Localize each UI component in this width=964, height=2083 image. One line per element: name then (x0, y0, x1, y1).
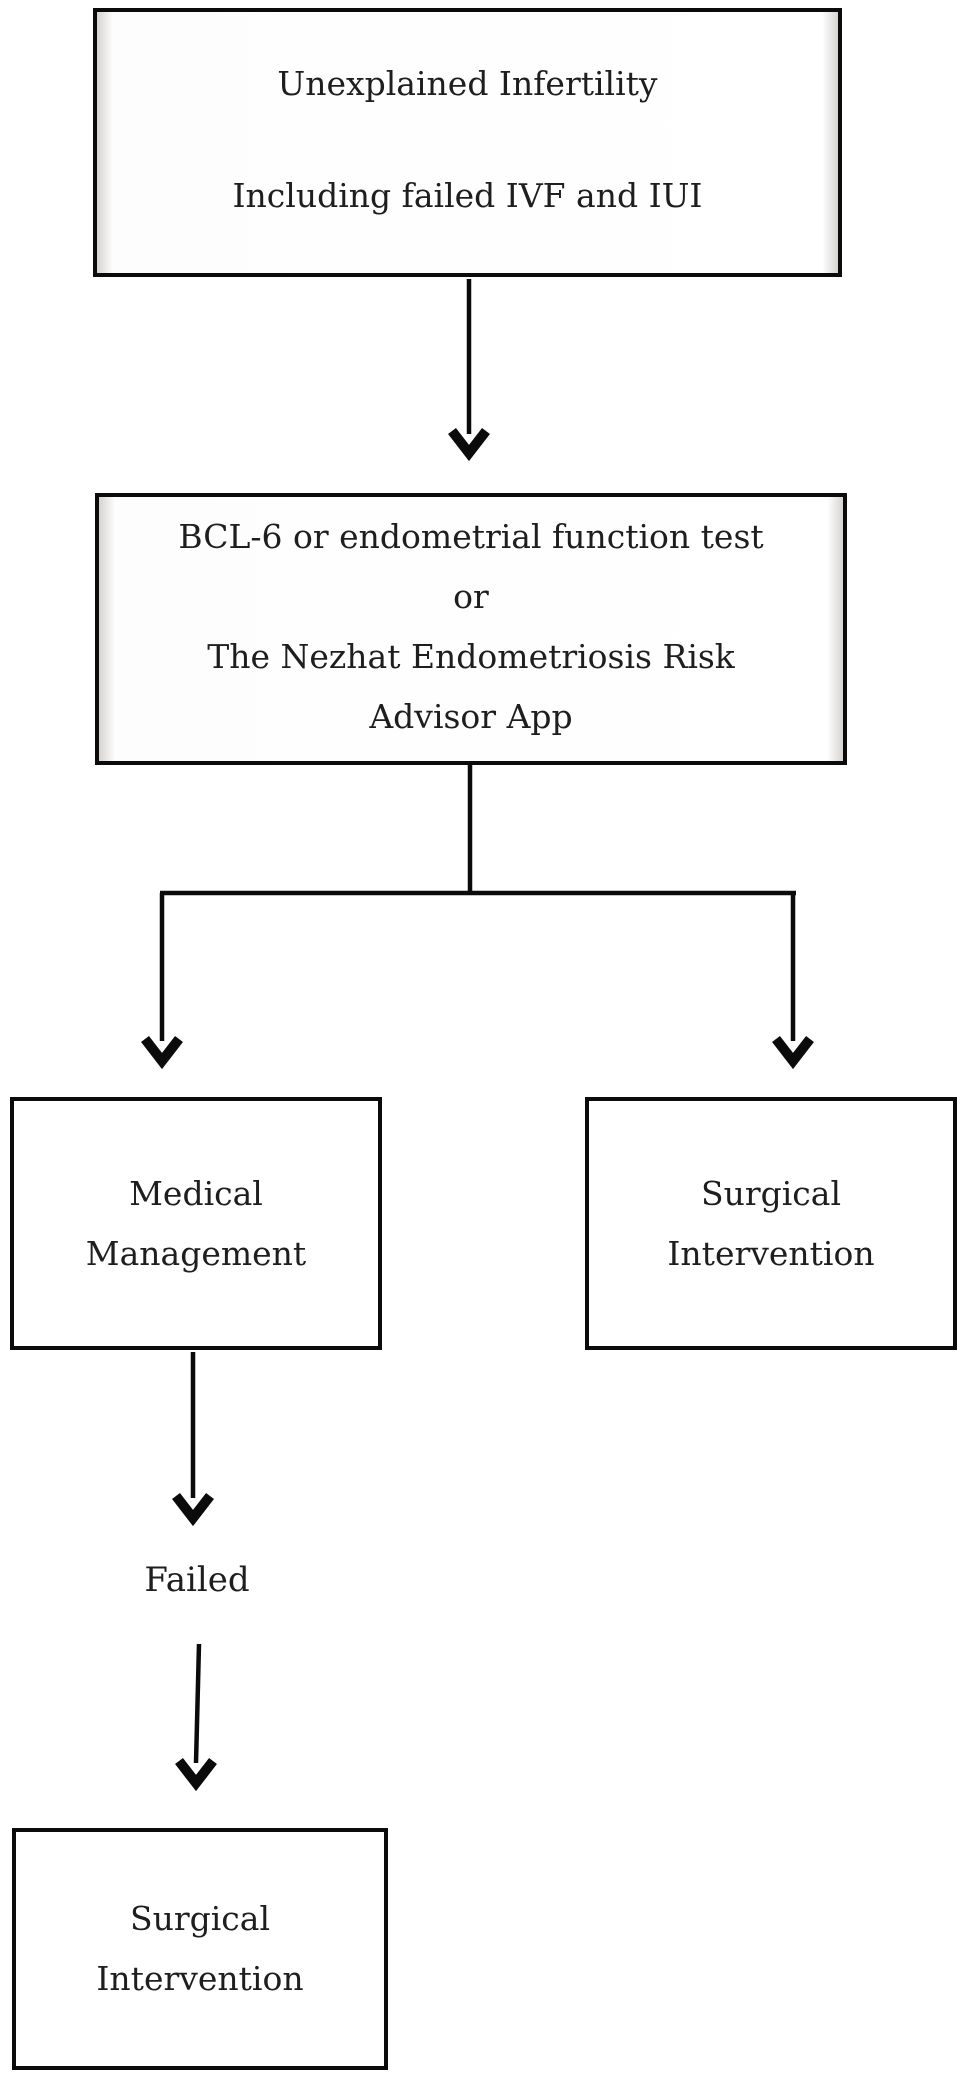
node-text-line: Unexplained Infertility (277, 64, 658, 103)
node-unexplained-infertility: Unexplained Infertility Including failed… (93, 8, 842, 277)
node-bcl6-test: BCL-6 or endometrial function test or Th… (95, 493, 847, 765)
down-arrowhead-icon (141, 1035, 183, 1070)
connector-failed-to-surgical (175, 1643, 217, 1792)
connector-branch-to-medical (141, 893, 183, 1070)
failed-label: Failed (144, 1560, 250, 1600)
node-text-line: Management (85, 1233, 307, 1273)
node-surgical-intervention-bottom: Surgical Intervention (12, 1828, 388, 2070)
node-text-line: or (453, 577, 489, 616)
down-arrowhead-icon (448, 427, 490, 462)
node-text-line: Intervention (96, 1959, 304, 1998)
connector-branch (160, 765, 796, 896)
down-arrowhead-icon (172, 1492, 214, 1527)
node-text-line: Surgical (129, 1899, 271, 1938)
connector-unexplained-to-test (448, 279, 490, 462)
node-text-line: Surgical (700, 1173, 842, 1213)
connector-branch-to-surgical (772, 893, 814, 1070)
down-arrowhead-icon (175, 1757, 217, 1792)
node-text-line: BCL-6 or endometrial function test (178, 517, 764, 556)
connector-medical-to-failed (172, 1352, 214, 1527)
node-text-line: Advisor App (369, 697, 573, 736)
node-text-line: Including failed IVF and IUI (232, 176, 703, 215)
node-text-line: Intervention (667, 1233, 875, 1273)
node-surgical-intervention-right: Surgical Intervention (585, 1097, 957, 1350)
down-arrowhead-icon (772, 1035, 814, 1070)
node-text-line: The Nezhat Endometriosis Risk (207, 637, 735, 676)
arrow-line (193, 1643, 202, 1764)
node-text-line: Medical (129, 1173, 263, 1213)
node-medical-management: Medical Management (10, 1097, 382, 1350)
